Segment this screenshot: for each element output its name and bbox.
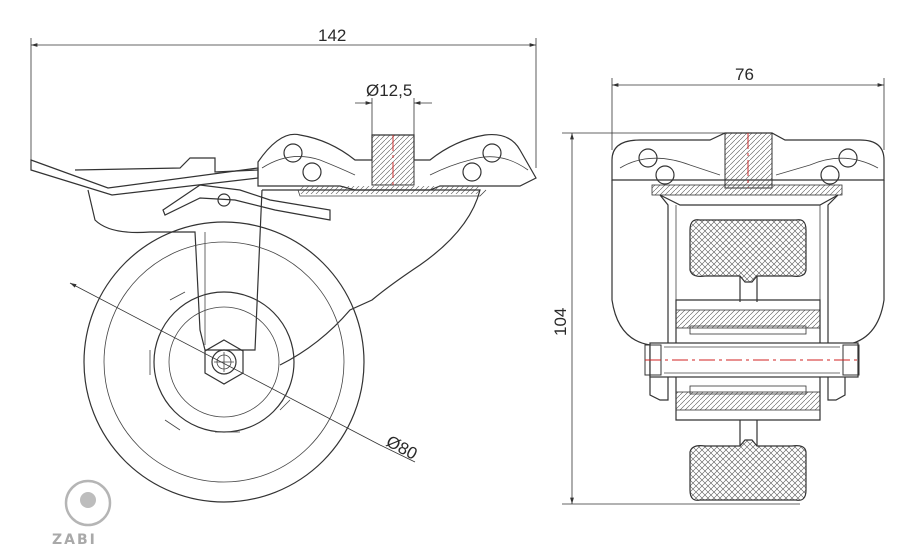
front-fork	[611, 180, 885, 401]
zabi-logo: ZABI	[52, 479, 112, 548]
dimension-total-width: 142	[30, 26, 537, 168]
wheel-side	[83, 221, 365, 503]
dimension-side-width-label: 76	[735, 65, 754, 84]
dimension-total-width-label: 142	[318, 26, 346, 45]
fork	[87, 189, 481, 366]
front-view: 76 104	[551, 65, 885, 505]
top-plate	[257, 133, 537, 197]
dimension-side-width: 76	[611, 65, 885, 150]
side-view: 142 Ø12,5	[30, 26, 537, 503]
front-axle	[644, 342, 860, 378]
logo-text: ZABI	[52, 532, 97, 548]
dimension-wheel-diameter: Ø80	[69, 282, 420, 464]
brake-lever	[30, 157, 331, 221]
dimension-bore: Ø12,5	[355, 81, 432, 140]
front-wheel	[675, 219, 821, 501]
dimension-height-label: 104	[551, 308, 570, 336]
dimension-height: 104	[551, 132, 800, 505]
dimension-bore-label: Ø12,5	[366, 81, 412, 100]
dimension-wheel-diameter-label: Ø80	[383, 432, 420, 464]
front-top-plate	[611, 132, 885, 206]
